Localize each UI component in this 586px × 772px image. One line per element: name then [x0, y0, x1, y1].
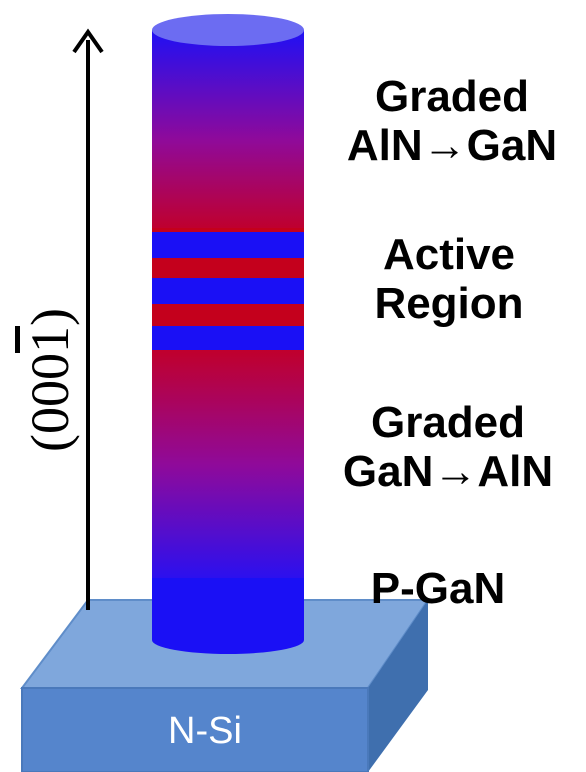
graded-aln-gan-label: Graded AlN→GaN [318, 72, 586, 171]
active-region-label: Active Region [318, 230, 580, 329]
active-region-label-line-2: Region [374, 279, 524, 329]
active-region-blue-band-1 [152, 232, 304, 258]
graded-gan-aln-label: Graded GaN→AlN [310, 398, 586, 497]
p-gan-label-text: P-GaN [370, 564, 506, 613]
substrate-block [20, 599, 430, 772]
axis-label-barred-digit: 1 [20, 326, 80, 353]
axis-label-prefix: (000 [20, 353, 80, 452]
nanowire-column [152, 14, 304, 654]
column-bottom-cap [152, 626, 304, 654]
active-region-label-line-1: Active [382, 230, 516, 279]
column-top-cap [152, 14, 304, 46]
graded-aln-gan-label-line-1: Graded [374, 72, 530, 121]
graded-gan-aln-label-line-1: Graded [370, 398, 526, 447]
graded-aln-gan-label-line-2: AlN→GaN [346, 121, 558, 171]
growth-direction-label: (0001) [15, 305, 85, 455]
graded-gan-aln-label-line-2: GaN→AlN [342, 447, 554, 497]
arrow-head [72, 28, 104, 54]
p-gan-label: P-GaN [318, 564, 558, 613]
graded-aln-gan-segment [152, 30, 304, 230]
growth-direction-arrow [72, 28, 104, 610]
substrate-front-face [21, 687, 369, 772]
active-region-blue-band-2 [152, 278, 304, 304]
graded-gan-aln-segment [152, 350, 304, 580]
axis-label-suffix: ) [20, 308, 80, 326]
substrate-side-face [368, 600, 428, 772]
substrate-label: N-Si [168, 710, 242, 752]
active-region-blue-band-3 [152, 326, 304, 352]
